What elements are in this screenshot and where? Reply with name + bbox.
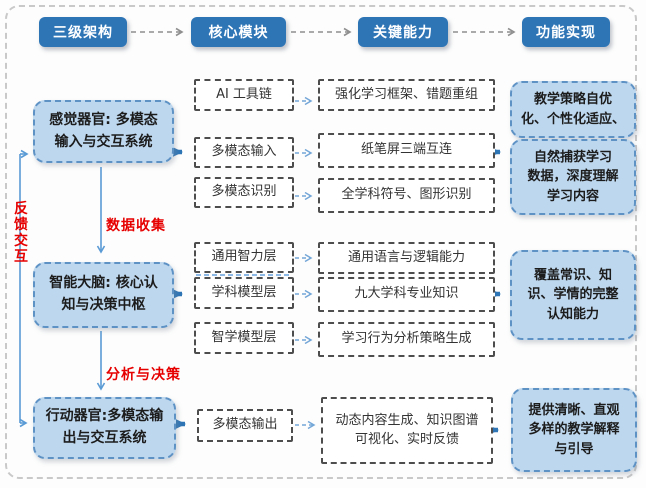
outcome-capture-learning-data: 自然捕获学习 数据，深度理解 学习内容 xyxy=(510,139,636,215)
organ-action-box: 行动器官:多模态输 出与交互系统 xyxy=(33,397,176,459)
capability-paper-pen-screen: 纸笔屏三端互连 xyxy=(318,133,495,168)
module-multimodal-input: 多模态输入 xyxy=(194,137,294,168)
label-feedback-interaction: 反馈交互 xyxy=(14,201,28,265)
capability-language-logic: 通用语言与逻辑能力 xyxy=(318,242,495,274)
module-subject-model-layer: 学科模型层 xyxy=(194,277,294,309)
organ-brain-box: 智能大脑: 核心认 知与决策中枢 xyxy=(33,262,174,328)
label-analysis-decision: 分析与决策 xyxy=(106,367,181,383)
outcome-strategy-optimization: 教学策略自优 化、个性化适应、 xyxy=(510,81,636,138)
module-multimodal-output: 多模态输出 xyxy=(197,409,293,442)
capability-rl-framework: 强化学习框架、错题重组 xyxy=(318,79,495,111)
capability-symbol-recognition: 全学科符号、图形识别 xyxy=(318,178,495,213)
module-zhixue-model-layer: 智学模型层 xyxy=(194,322,294,354)
capability-behavior-strategy: 学习行为分析策略生成 xyxy=(318,322,495,357)
step-function-realization: 功能实现 xyxy=(522,17,610,47)
step-key-capabilities: 关键能力 xyxy=(358,17,448,47)
capability-dynamic-content: 动态内容生成、知识图谱 可视化、实时反馈 xyxy=(321,397,493,464)
module-ai-toolchain: AI 工具链 xyxy=(194,79,294,111)
capability-subject-knowledge: 九大学科专业知识 xyxy=(318,277,495,312)
outcome-complete-cognition: 覆盖常识、知 识、学情的完整 认知能力 xyxy=(510,250,636,340)
label-data-collection: 数据收集 xyxy=(106,218,166,234)
module-multimodal-recognition: 多模态识别 xyxy=(194,177,294,208)
outcome-clear-explanation: 提供清晰、直观 多样的教学解释 与引导 xyxy=(511,388,637,472)
outer-dashed-frame xyxy=(5,5,637,479)
step-core-modules: 核心模块 xyxy=(191,17,286,47)
module-general-intelligence-layer: 通用智力层 xyxy=(194,242,294,273)
organ-perception-box: 感觉器官: 多模态 输入与交互系统 xyxy=(33,100,174,163)
step-architecture: 三级架构 xyxy=(39,17,127,47)
